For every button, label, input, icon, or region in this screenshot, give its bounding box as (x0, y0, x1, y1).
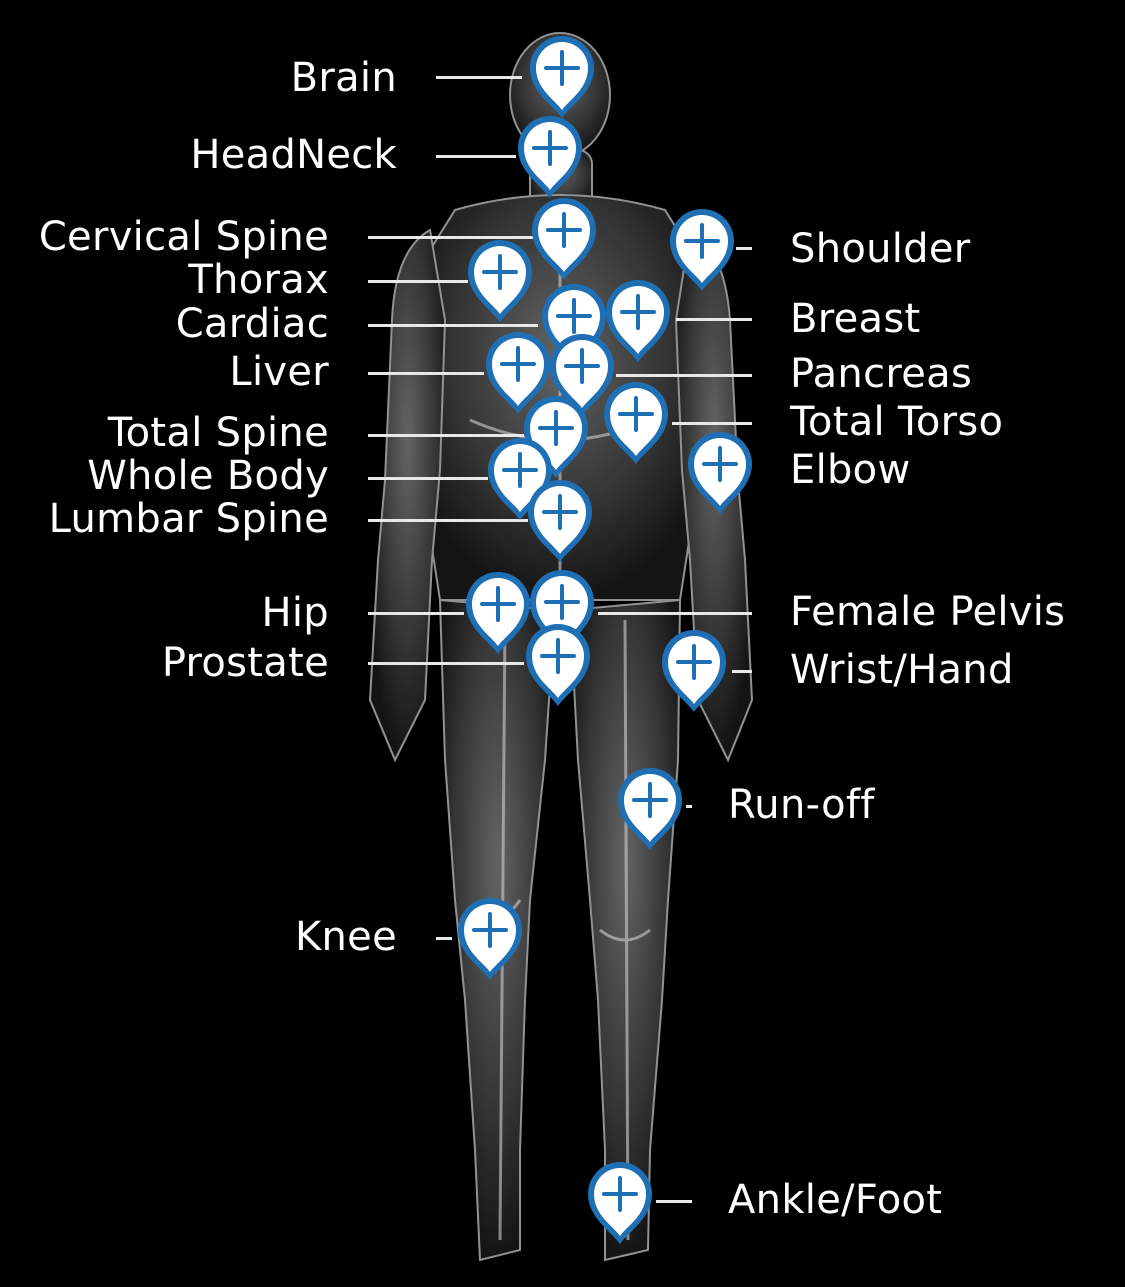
leader-line-cardiac (368, 324, 538, 327)
plus-icon (518, 116, 582, 198)
label-female-pelvis[interactable]: Female Pelvis (790, 589, 1066, 635)
leader-line-prostate (368, 662, 524, 665)
label-shoulder[interactable]: Shoulder (790, 226, 971, 272)
leader-line-pancreas (616, 374, 752, 377)
leader-line-total-torso (672, 422, 752, 425)
plus-icon (532, 198, 596, 280)
leader-line-breast (676, 318, 752, 321)
plus-icon (528, 480, 592, 562)
leader-line-lumbar-spine (368, 519, 528, 522)
pin-total-torso[interactable] (598, 378, 674, 468)
pin-brain[interactable] (524, 32, 600, 122)
leader-line-wrist-hand (732, 670, 752, 673)
label-ankle-foot[interactable]: Ankle/Foot (728, 1177, 943, 1223)
pin-pancreas[interactable] (544, 330, 620, 420)
label-total-torso[interactable]: Total Torso (790, 399, 1004, 445)
plus-icon (662, 630, 726, 712)
pin-headneck[interactable] (512, 112, 588, 202)
pin-thorax[interactable] (462, 236, 538, 326)
leader-line-cervical-spine (368, 236, 534, 239)
label-headneck[interactable]: HeadNeck (190, 132, 397, 178)
label-run-off[interactable]: Run-off (728, 782, 875, 828)
label-prostate[interactable]: Prostate (161, 640, 329, 686)
pin-ankle-foot[interactable] (582, 1158, 658, 1248)
leader-line-liver (368, 372, 484, 375)
label-knee[interactable]: Knee (294, 914, 397, 960)
leader-line-brain (436, 76, 522, 79)
label-hip[interactable]: Hip (261, 590, 329, 636)
plus-icon (588, 1162, 652, 1244)
label-thorax[interactable]: Thorax (188, 257, 329, 303)
plus-icon (550, 334, 614, 416)
pin-knee[interactable] (452, 894, 528, 984)
plus-icon (526, 624, 590, 706)
pin-cervical-spine[interactable] (526, 194, 602, 284)
plus-icon (458, 898, 522, 980)
pin-wrist-hand[interactable] (656, 626, 732, 716)
label-liver[interactable]: Liver (229, 349, 329, 395)
leader-line-whole-body (368, 477, 488, 480)
plus-icon (486, 332, 550, 414)
label-pancreas[interactable]: Pancreas (790, 351, 973, 397)
label-brain[interactable]: Brain (290, 55, 397, 101)
plus-icon (670, 209, 734, 291)
plus-icon (468, 240, 532, 322)
pin-breast[interactable] (600, 276, 676, 366)
pin-prostate[interactable] (520, 620, 596, 710)
leader-line-headneck (436, 155, 516, 158)
label-wrist-hand[interactable]: Wrist/Hand (790, 647, 1014, 693)
pin-lumbar-spine[interactable] (522, 476, 598, 566)
plus-icon (688, 432, 752, 514)
leader-line-thorax (368, 280, 468, 283)
label-whole-body[interactable]: Whole Body (87, 453, 329, 499)
pin-liver[interactable] (480, 328, 556, 418)
plus-icon (530, 36, 594, 118)
label-total-spine[interactable]: Total Spine (107, 410, 329, 456)
pin-elbow[interactable] (682, 428, 758, 518)
leader-line-knee (436, 937, 452, 940)
label-breast[interactable]: Breast (790, 296, 921, 342)
pin-shoulder[interactable] (664, 205, 740, 295)
label-cervical-spine[interactable]: Cervical Spine (38, 214, 329, 260)
leader-line-hip (368, 612, 464, 615)
leader-line-ankle-foot (656, 1200, 692, 1203)
plus-icon (604, 382, 668, 464)
plus-icon (618, 768, 682, 850)
leader-line-total-spine (368, 434, 524, 437)
pin-run-off[interactable] (612, 764, 688, 854)
label-elbow[interactable]: Elbow (790, 447, 911, 493)
plus-icon (606, 280, 670, 362)
label-lumbar-spine[interactable]: Lumbar Spine (48, 496, 329, 542)
leader-line-female-pelvis (598, 612, 752, 615)
label-cardiac[interactable]: Cardiac (175, 301, 329, 347)
leader-line-shoulder (736, 247, 752, 250)
leader-line-run-off (686, 805, 692, 808)
plus-icon (466, 572, 530, 654)
pin-hip[interactable] (460, 568, 536, 658)
